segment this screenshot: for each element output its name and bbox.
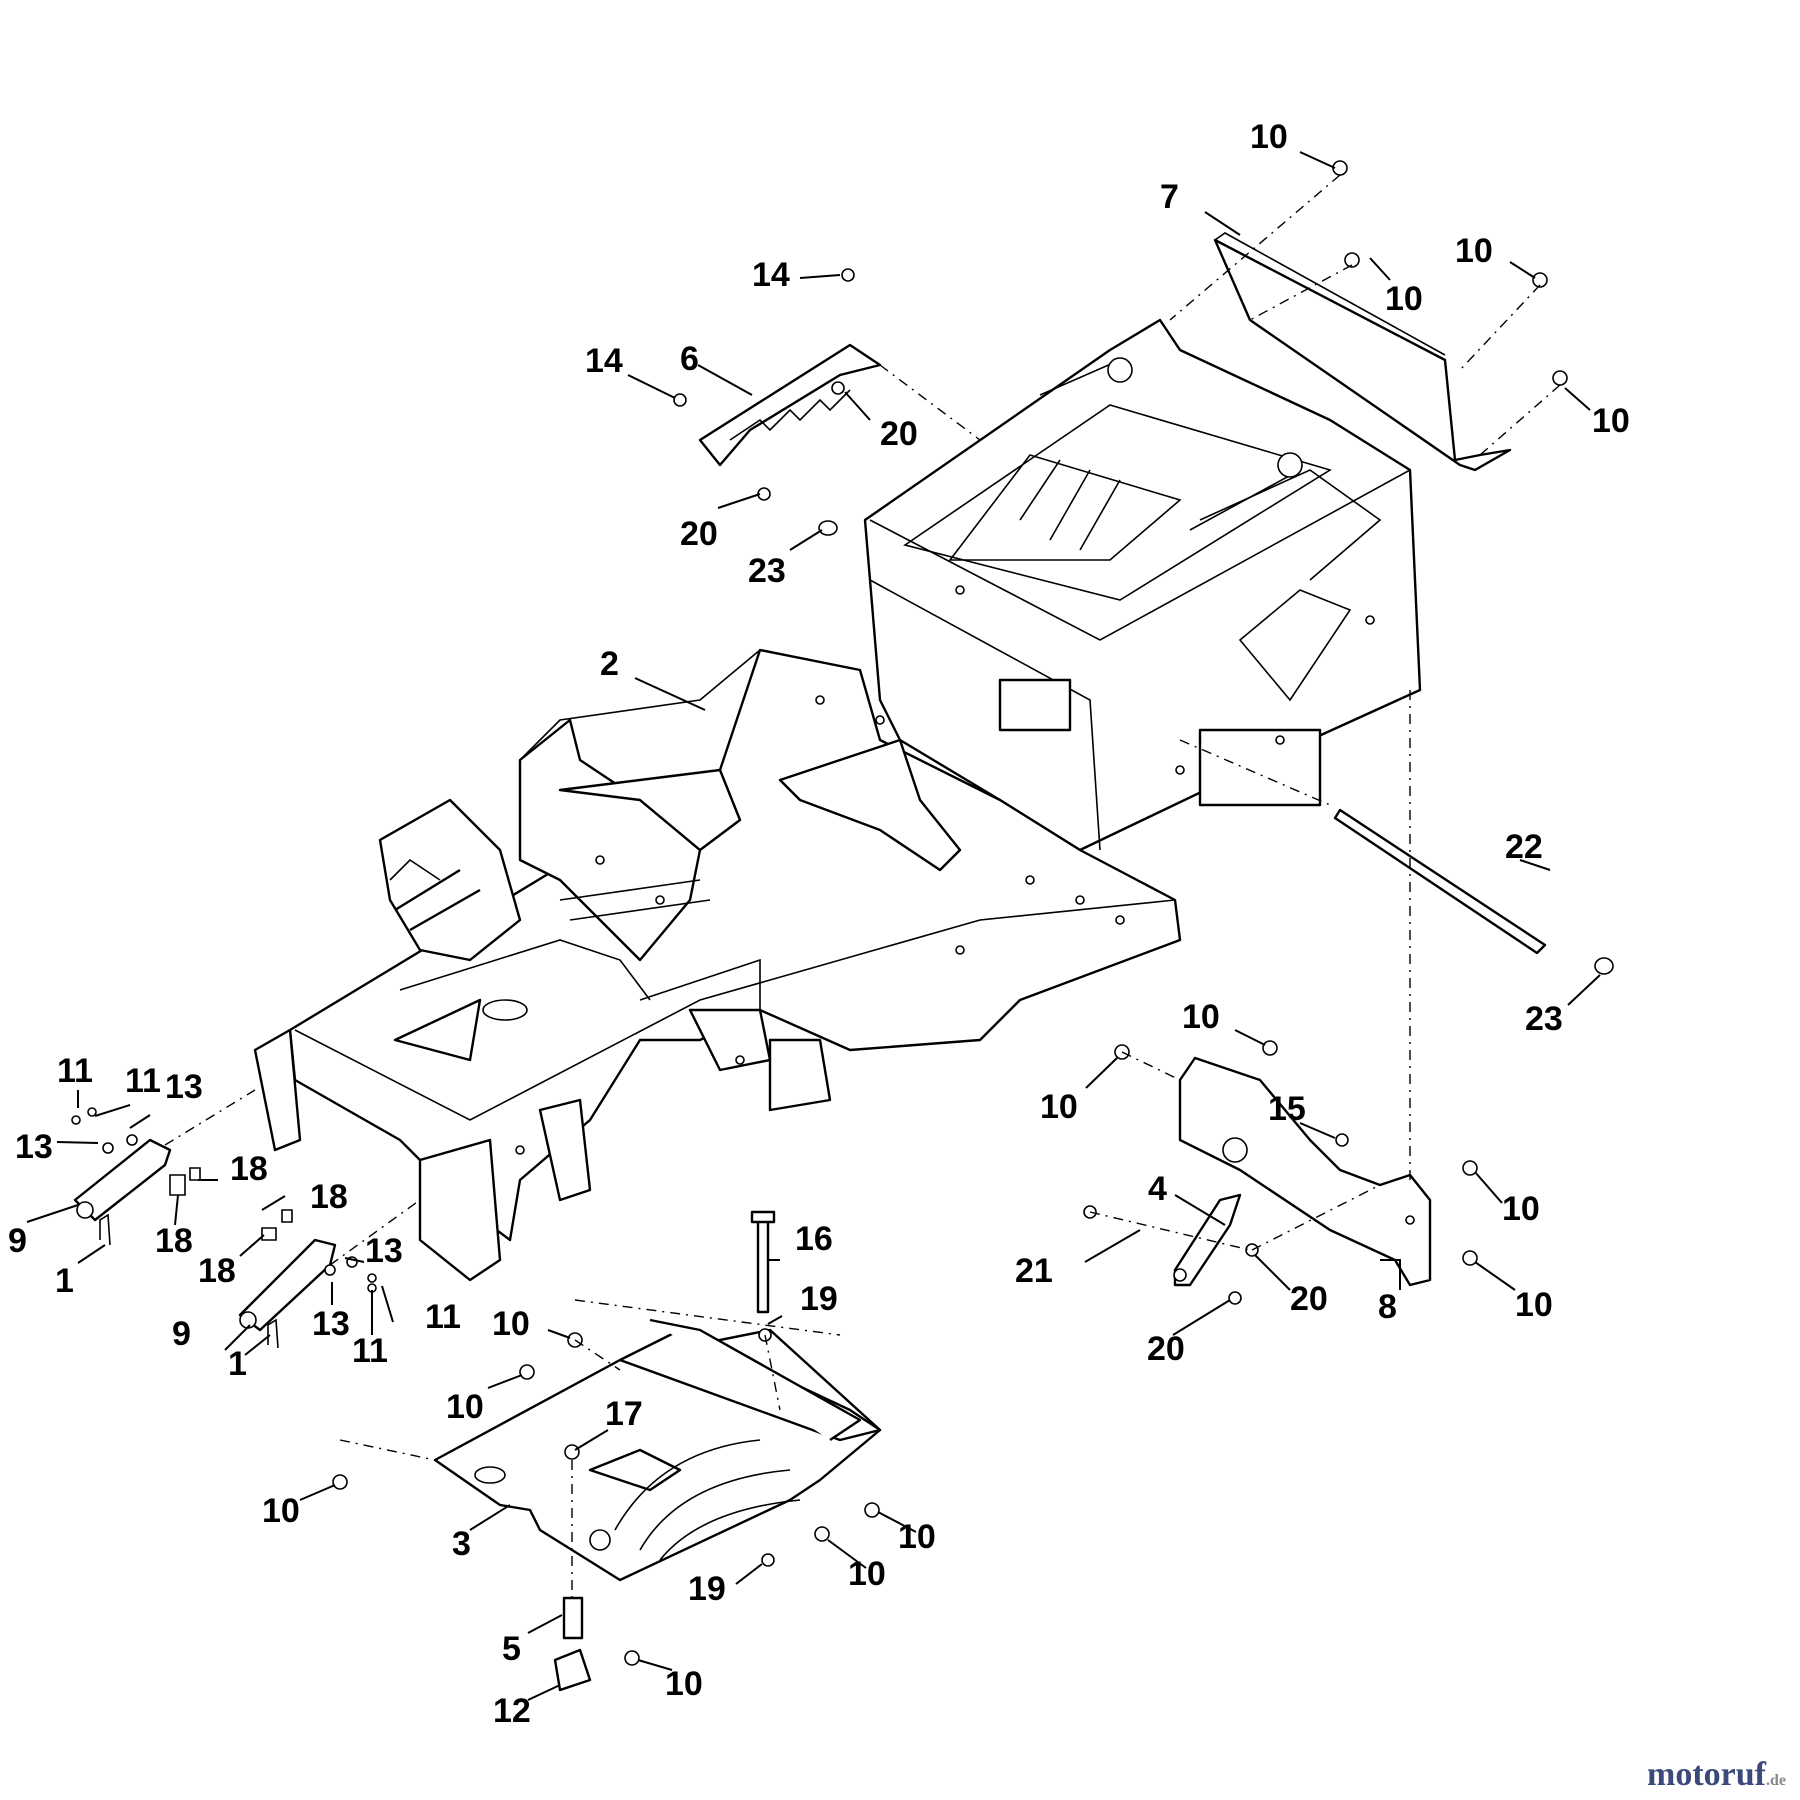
part-labels: 10 7 10 10 10 14 14 6 20 20 23 2 22 23 1… [8, 118, 1630, 1730]
label-18-c: 18 [310, 1178, 348, 1216]
label-10-plate-right-lower: 10 [848, 1555, 886, 1593]
part-3-bottom-plate [433, 1318, 882, 1582]
part-5-post [562, 1596, 584, 1640]
left-linkage-upper [71, 1107, 201, 1246]
part-6-quadrant [698, 343, 882, 467]
label-21: 21 [1015, 1252, 1053, 1290]
watermark: motoruf.de [1647, 1756, 1786, 1794]
label-10-plate-right: 10 [1592, 402, 1630, 440]
label-10-plate-mid: 10 [1385, 280, 1423, 318]
label-3: 3 [452, 1525, 471, 1563]
label-22: 22 [1505, 828, 1543, 866]
label-19-lower: 19 [688, 1570, 726, 1608]
part-22-rod [1333, 808, 1547, 955]
label-20-quadrant: 20 [880, 415, 918, 453]
label-19-upper: 19 [800, 1280, 838, 1318]
label-11-d: 11 [352, 1332, 388, 1370]
watermark-tld: .de [1766, 1772, 1786, 1789]
label-10-plate-right-upper: 10 [898, 1518, 936, 1556]
label-12: 12 [493, 1692, 531, 1730]
rear-body-frame [863, 318, 1422, 852]
label-14-lower: 14 [585, 342, 623, 380]
label-10-bracket-left: 10 [1040, 1088, 1078, 1126]
label-5: 5 [502, 1630, 521, 1668]
label-15: 15 [1268, 1090, 1306, 1128]
label-1-a: 1 [55, 1262, 74, 1300]
part-8-side-bracket [1178, 1056, 1432, 1287]
part-7-top-plate [1213, 232, 1512, 472]
label-11-b: 11 [125, 1062, 161, 1100]
label-1-b: 1 [228, 1345, 247, 1383]
part-12-cap [553, 1648, 592, 1692]
leader-lines [26, 151, 1601, 1701]
label-14-upper: 14 [752, 256, 790, 294]
label-10-plate-top: 10 [492, 1305, 530, 1343]
label-10-bracket-top: 10 [1182, 998, 1220, 1036]
label-13-c: 13 [365, 1232, 403, 1270]
label-16: 16 [795, 1220, 833, 1258]
label-10-bracket-right-lower: 10 [1515, 1286, 1553, 1324]
label-10-bottom: 10 [665, 1665, 703, 1703]
label-7: 7 [1160, 178, 1179, 216]
label-17: 17 [605, 1395, 643, 1433]
label-20-lever: 20 [1290, 1280, 1328, 1318]
label-10-plate-left: 10 [446, 1388, 484, 1426]
front-chassis-frame [253, 648, 1182, 1282]
label-23-upper: 23 [748, 552, 786, 590]
label-18-b: 18 [155, 1222, 193, 1260]
label-13-a: 13 [165, 1068, 203, 1106]
label-11-c: 11 [425, 1298, 461, 1336]
label-18-d: 18 [198, 1252, 236, 1290]
label-9-b: 9 [172, 1315, 191, 1353]
part-16-long-bolt [750, 1210, 776, 1314]
label-6: 6 [680, 340, 699, 378]
label-20-lever-lower: 20 [1147, 1330, 1185, 1368]
assembly-lines [164, 174, 1561, 1598]
label-18-a: 18 [230, 1150, 268, 1188]
label-10-top: 10 [1250, 118, 1288, 156]
label-20-quadrant-lower: 20 [680, 515, 718, 553]
label-9-a: 9 [8, 1222, 27, 1260]
label-13-d: 13 [312, 1305, 350, 1343]
label-11-a: 11 [57, 1052, 93, 1090]
label-8: 8 [1378, 1288, 1397, 1326]
left-linkage-lower [238, 1209, 377, 1349]
label-10-bracket-right-upper: 10 [1502, 1190, 1540, 1228]
label-10-top-right: 10 [1455, 232, 1493, 270]
label-2: 2 [600, 645, 619, 683]
label-13-b: 13 [15, 1128, 53, 1166]
watermark-brand: motoruf [1647, 1756, 1766, 1793]
label-10-far-left: 10 [262, 1492, 300, 1530]
label-23-lower: 23 [1525, 1000, 1563, 1038]
label-4: 4 [1148, 1170, 1167, 1208]
